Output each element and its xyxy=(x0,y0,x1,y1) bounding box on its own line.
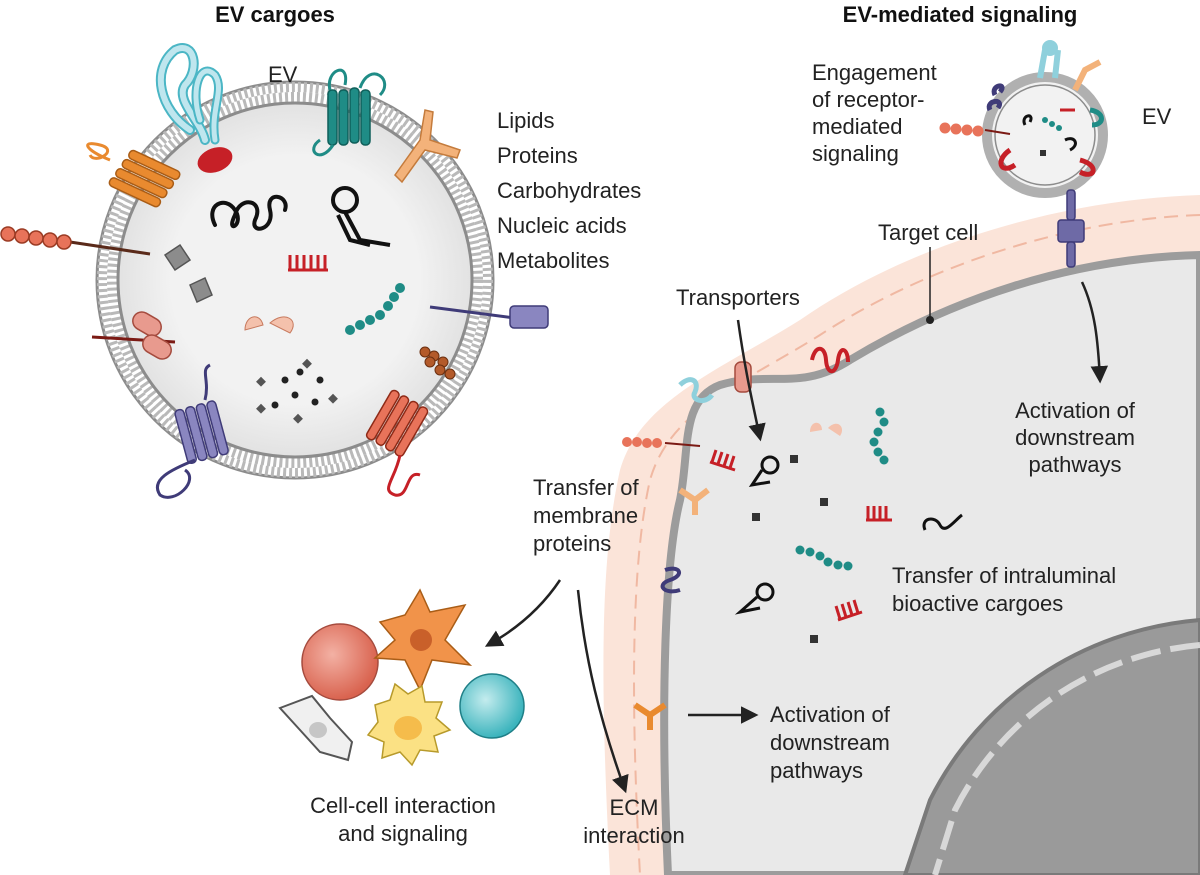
svg-text:and signaling: and signaling xyxy=(338,821,468,846)
arrows xyxy=(484,247,1109,794)
svg-text:Transfer of intraluminal: Transfer of intraluminal xyxy=(892,563,1116,588)
crystal-icon xyxy=(163,243,213,304)
cargo-carbohydrates: Carbohydrates xyxy=(497,178,641,203)
svg-text:membrane: membrane xyxy=(533,503,638,528)
cell-cell-label: Cell-cell interaction and signaling xyxy=(310,793,496,846)
transferred-cargo xyxy=(734,407,963,643)
peach-half-icon xyxy=(244,316,294,334)
cargo-lipids: Lipids xyxy=(497,108,554,133)
svg-text:proteins: proteins xyxy=(533,531,611,556)
svg-text:downstream: downstream xyxy=(770,730,890,755)
right-ev-label: EV xyxy=(1142,104,1172,129)
comb-icon xyxy=(288,255,328,272)
ecm-label: ECM interaction xyxy=(583,795,685,848)
transporters-label: Transporters xyxy=(676,285,800,310)
lightblue-receptor-icon xyxy=(155,43,233,173)
cargo-nucleic-acids: Nucleic acids xyxy=(497,213,627,238)
lightblue-membrane-receptor-icon xyxy=(678,377,715,404)
transfer-intraluminal-label: Transfer of intraluminal bioactive cargo… xyxy=(892,563,1116,616)
rna-hairpin-icon xyxy=(748,455,780,488)
rna-hairpin-icon xyxy=(331,186,391,247)
red-membrane-receptor-icon xyxy=(810,346,850,374)
immune-cells xyxy=(278,588,525,767)
brown-cluster-icon xyxy=(419,346,456,380)
teal-receptor-icon xyxy=(312,68,387,157)
svg-text:pathways: pathways xyxy=(770,758,863,783)
peptide-chain-icon xyxy=(0,226,151,256)
left-ev-cargo xyxy=(163,186,405,424)
bottom-y-receptor-icon xyxy=(633,702,667,730)
pink-transporter-icon xyxy=(91,311,176,360)
arrow-icon xyxy=(576,589,629,794)
docking-receptor-icon xyxy=(1057,189,1085,268)
teal-bead-chain-icon xyxy=(345,283,405,335)
svg-text:bioactive cargoes: bioactive cargoes xyxy=(892,591,1063,616)
red-cell-icon xyxy=(301,623,379,701)
svg-text:downstream: downstream xyxy=(1015,425,1135,450)
right-ev-receptors xyxy=(986,40,1104,177)
right-ev-cargo xyxy=(1022,108,1077,156)
activation-top-label: Activation of downstream pathways xyxy=(1015,398,1136,477)
membrane-y-receptor-icon xyxy=(678,487,710,515)
activation-bottom-label: Activation of downstream pathways xyxy=(770,702,891,783)
svg-text:mediated: mediated xyxy=(812,114,903,139)
arrow-icon xyxy=(736,319,766,442)
svg-text:Activation of: Activation of xyxy=(1015,398,1136,423)
arrow-icon xyxy=(1080,281,1109,384)
svg-text:Activation of: Activation of xyxy=(770,702,891,727)
metabolite-dots-icon xyxy=(256,358,338,424)
target-cell-label: Target cell xyxy=(878,220,978,245)
protein-coil-icon xyxy=(210,194,288,231)
svg-text:pathways: pathways xyxy=(1029,452,1122,477)
svg-text:Transfer of: Transfer of xyxy=(533,475,639,500)
purple-membrane-receptor-icon xyxy=(660,566,681,594)
target-cell-membrane-proteins xyxy=(622,346,850,730)
left-panel-title: EV cargoes xyxy=(215,2,335,27)
arrow-icon xyxy=(484,579,562,647)
left-ev-membrane-proteins xyxy=(0,43,549,499)
purple-anchor-icon xyxy=(429,305,549,329)
red-receptor-icon xyxy=(365,389,429,497)
right-ev xyxy=(939,40,1108,268)
cargo-list: Lipids Proteins Carbohydrates Nucleic ac… xyxy=(497,108,641,273)
membrane-peptide-chain-icon xyxy=(622,437,701,448)
cargo-proteins: Proteins xyxy=(497,143,578,168)
purple-receptor-icon xyxy=(156,363,229,499)
right-ev-peptide-chain-icon xyxy=(939,122,1011,137)
orange-y-receptor-icon xyxy=(394,109,461,184)
right-panel-title: EV-mediated signaling xyxy=(843,2,1078,27)
target-cell xyxy=(603,195,1200,875)
rna-hairpin-icon xyxy=(734,582,775,615)
teal-cell-icon xyxy=(459,673,525,739)
svg-text:interaction: interaction xyxy=(583,823,685,848)
engagement-label: Engagement of receptor- mediated signali… xyxy=(812,60,937,166)
svg-text:ECM: ECM xyxy=(610,795,659,820)
transfer-membrane-label: Transfer of membrane proteins xyxy=(533,475,639,556)
orange-receptor-icon xyxy=(86,142,181,208)
cargo-metabolites: Metabolites xyxy=(497,248,610,273)
membrane-comb-icon xyxy=(709,449,736,472)
svg-text:of receptor-: of receptor- xyxy=(812,87,925,112)
svg-text:Engagement: Engagement xyxy=(812,60,937,85)
svg-text:signaling: signaling xyxy=(812,141,899,166)
left-ev-label: EV xyxy=(268,62,298,87)
svg-text:Cell-cell interaction: Cell-cell interaction xyxy=(310,793,496,818)
